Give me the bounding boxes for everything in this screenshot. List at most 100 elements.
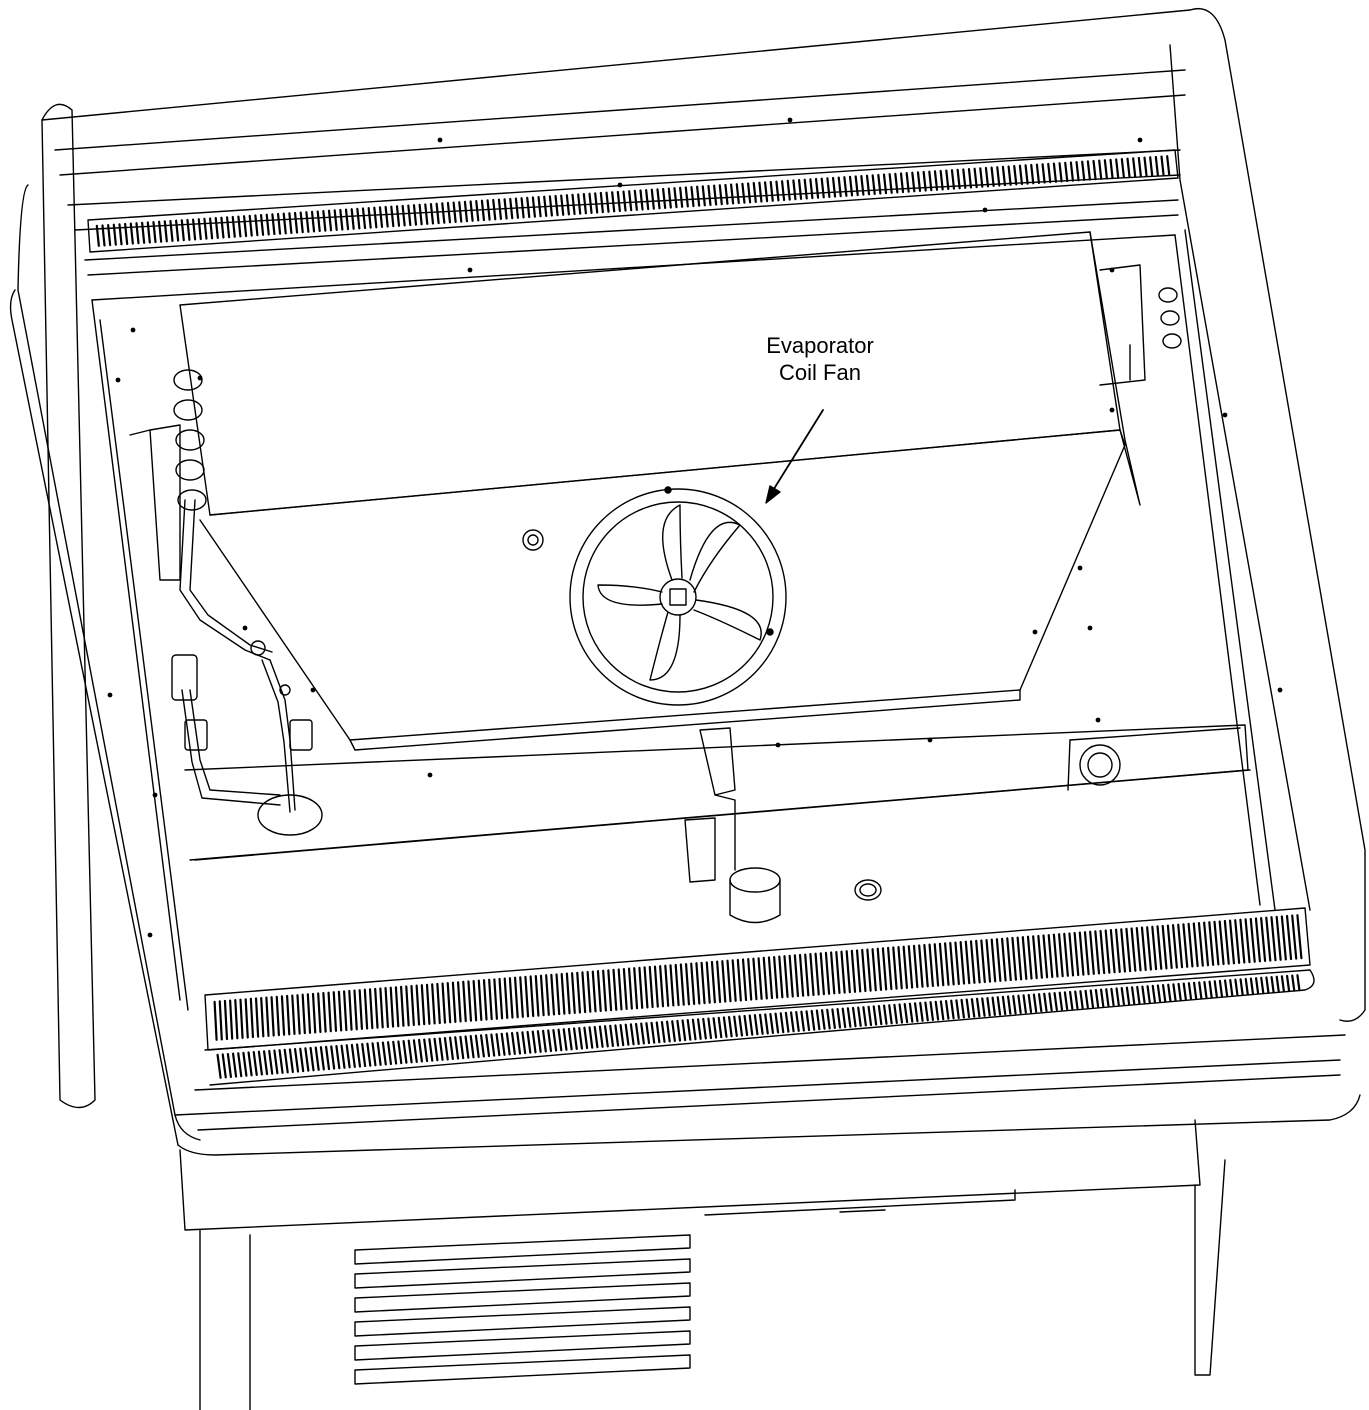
grille-slot [287, 996, 289, 1034]
grille-slot [1044, 994, 1046, 1011]
grille-slot [572, 973, 575, 1013]
grille-slot [1297, 915, 1301, 958]
fan-hub [660, 579, 696, 615]
grille-slot [816, 179, 818, 198]
grille-slot [590, 194, 592, 213]
grille-slot [850, 177, 852, 196]
grille-slot [1090, 932, 1094, 974]
grille-slot [367, 1044, 370, 1066]
grille-slot [728, 961, 731, 1001]
grille-slot [856, 176, 858, 195]
grille-slot [1241, 979, 1243, 994]
grille-slot [1168, 926, 1172, 968]
grille-slot [454, 203, 456, 222]
grille-slot [671, 965, 674, 1005]
grille-slot [1287, 916, 1291, 959]
grille-slot [448, 983, 450, 1022]
grille-slot [1070, 992, 1072, 1009]
grille-slot [476, 1036, 479, 1057]
fastener-dot [1032, 629, 1038, 635]
grille-slot [1012, 938, 1015, 980]
grille-slot [691, 964, 694, 1004]
grille-slot [593, 972, 596, 1012]
grille-slot [915, 1003, 917, 1021]
fastener-dot [1277, 687, 1283, 693]
grille-slot [1002, 939, 1005, 981]
drain-outlet [1080, 745, 1120, 785]
grille-slot [1287, 976, 1289, 991]
grille-slot [1099, 161, 1101, 179]
grille-slot [142, 223, 144, 243]
grille-slot [227, 217, 229, 237]
grille-slot [176, 221, 178, 241]
grille-slot [786, 1013, 788, 1032]
grille-slot [748, 959, 751, 999]
grille-slot [621, 1025, 624, 1045]
grille-slot [615, 1025, 618, 1045]
grille-slot [284, 214, 286, 234]
grille-slot [810, 954, 813, 995]
grille-slot [691, 187, 693, 206]
grille-slot [391, 988, 393, 1027]
grille-slot [588, 972, 591, 1012]
grille-slot [619, 969, 622, 1009]
grille-slot [929, 172, 931, 190]
grille-slot [703, 186, 705, 205]
grille-slot [731, 185, 733, 204]
grille-slot [383, 1043, 386, 1065]
grille-slot [765, 182, 767, 201]
grille-slot [742, 184, 744, 203]
floor-drain [730, 868, 780, 892]
grille-slot [562, 974, 565, 1014]
grille-slot [1018, 938, 1021, 980]
grille-slot [652, 1023, 655, 1043]
grille-slot [1240, 920, 1244, 963]
grille-slot [898, 947, 901, 988]
grille-slot [725, 185, 727, 204]
grille-slot [862, 950, 865, 991]
grille-slot [432, 984, 434, 1023]
grille-slot [874, 1006, 876, 1024]
fan-guard-outer [570, 489, 786, 705]
grille-slot [936, 1002, 938, 1020]
grille-slot [935, 171, 937, 189]
grille-slot [551, 975, 554, 1015]
grille-slot [1150, 157, 1152, 175]
grille-slot [1080, 933, 1084, 975]
refrigerant-piping [172, 500, 312, 812]
grille-slot [318, 994, 320, 1032]
grille-slot [125, 224, 127, 244]
grille-slot [635, 191, 637, 210]
grille-slot [765, 1014, 767, 1033]
grille-slot [233, 1054, 236, 1077]
grille-slot [422, 985, 424, 1024]
grille-slot [640, 190, 642, 209]
grille-slot [676, 965, 679, 1005]
grille-slot [799, 180, 801, 199]
grille-slot [683, 1021, 686, 1041]
grille-slot [323, 211, 325, 231]
grille-slot [1026, 165, 1028, 183]
grille-slot [520, 977, 523, 1016]
grille-slot [905, 1004, 907, 1022]
grille-slot [131, 224, 133, 244]
grille-slot [963, 169, 965, 187]
grille-slot [1003, 167, 1005, 185]
grille-slot [482, 201, 484, 220]
grille-slot [610, 1026, 613, 1046]
grille-slot [1116, 930, 1120, 972]
grille-slot [1106, 931, 1110, 973]
grille-slot [873, 175, 875, 194]
grille-slot [220, 1001, 222, 1039]
grille-slot [420, 205, 422, 224]
grille-slot [941, 1001, 943, 1019]
grille-slot [1277, 917, 1281, 960]
grille-slot [393, 1042, 396, 1064]
grille-slot [708, 1019, 711, 1038]
grille-slot [533, 197, 535, 216]
grille-slot [925, 1003, 927, 1021]
grille-slot [1008, 997, 1010, 1014]
grille-slot [365, 990, 367, 1029]
grille-slot [686, 188, 688, 207]
grille-slot [272, 214, 274, 234]
